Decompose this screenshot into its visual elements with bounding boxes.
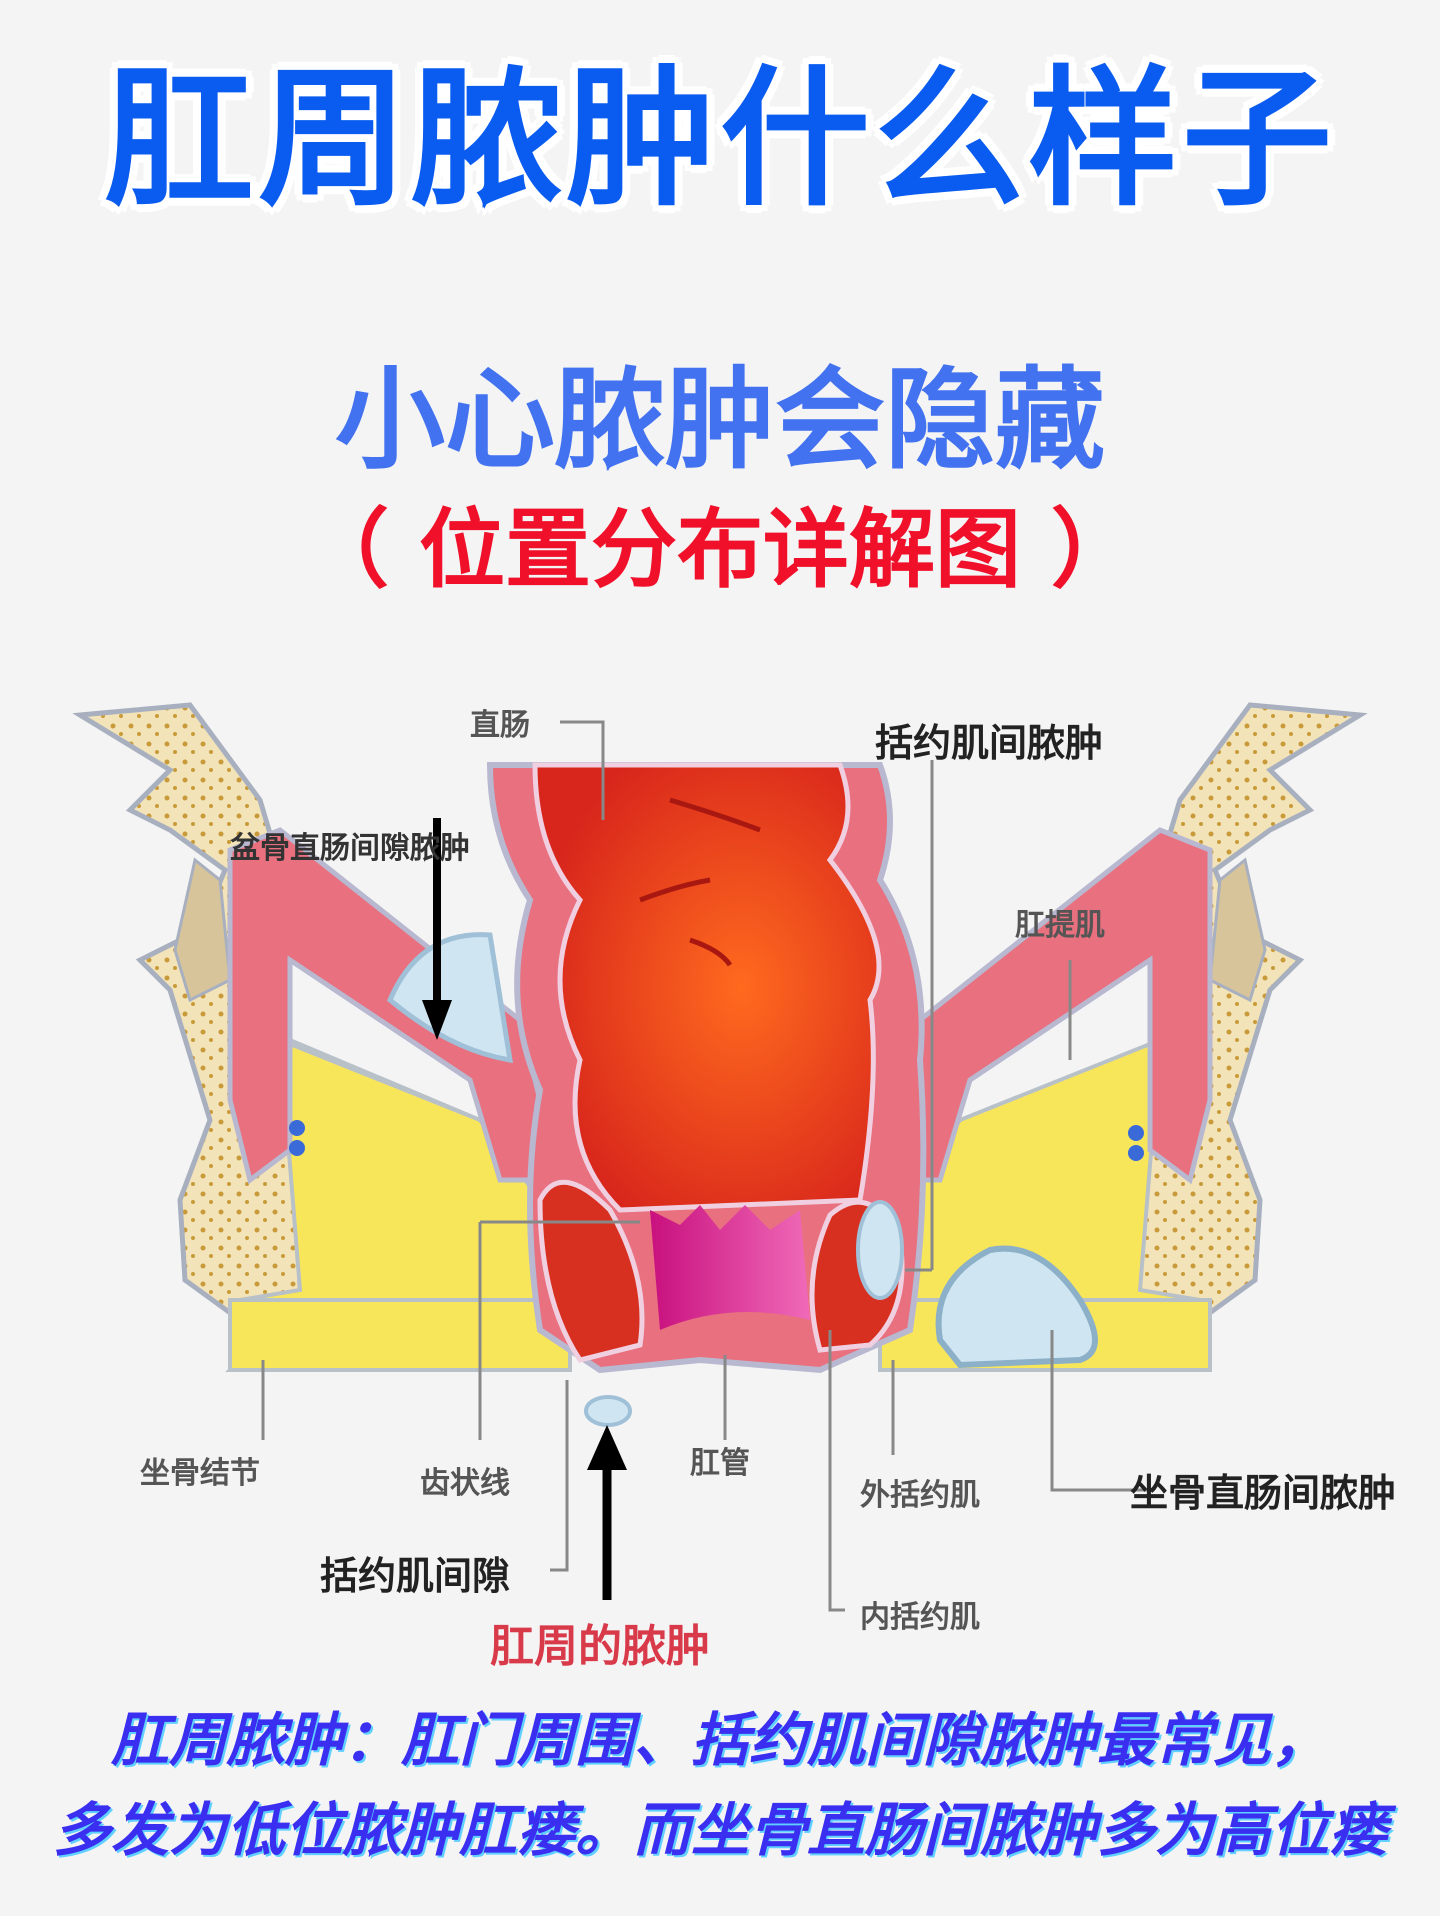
page-subtitle-detail: （ 位置分布详解图 ） — [303, 500, 1137, 600]
caption-line-2: 多发为低位脓肿肛瘘。而坐骨直肠间脓肿多为高位瘘 — [52, 1796, 1387, 1864]
label-dentate-line: 齿状线 — [420, 1466, 510, 1501]
label-intersphincteric-space: 括约肌间隙 — [320, 1554, 511, 1598]
label-levator-ani: 肛提肌 — [1015, 908, 1105, 943]
label-pelvirectal-abscess: 盆骨直肠间隙脓肿 — [230, 831, 470, 866]
caption-line-1: 肛周脓肿：肛门周围、括约肌间隙脓肿最常见， — [110, 1706, 1329, 1774]
label-internal-sphincter: 内括约肌 — [860, 1600, 980, 1635]
page-title: 肛周脓肿什么样子 — [103, 53, 1336, 227]
label-intersphincteric-abscess: 括约肌间脓肿 — [875, 721, 1104, 765]
label-perianal-abscess: 肛周的脓肿 — [490, 1621, 710, 1672]
anatomy-illustration — [72, 702, 1368, 1612]
label-ischial-tuberosity: 坐骨结节 — [140, 1456, 260, 1491]
label-rectum: 直肠 — [470, 708, 530, 743]
label-external-sphincter: 外括约肌 — [860, 1478, 980, 1513]
label-ischiorectal-abscess: 坐骨直肠间脓肿 — [1130, 1471, 1397, 1515]
page-subtitle: 小心脓肿会隐藏 — [335, 356, 1105, 484]
label-anal-canal: 肛管 — [690, 1446, 750, 1481]
anatomy-diagram: 直肠 盆骨直肠间隙脓肿 括约肌间脓肿 肛提肌 坐骨结节 齿状线 肛管 外括约肌 … — [40, 600, 1440, 1680]
